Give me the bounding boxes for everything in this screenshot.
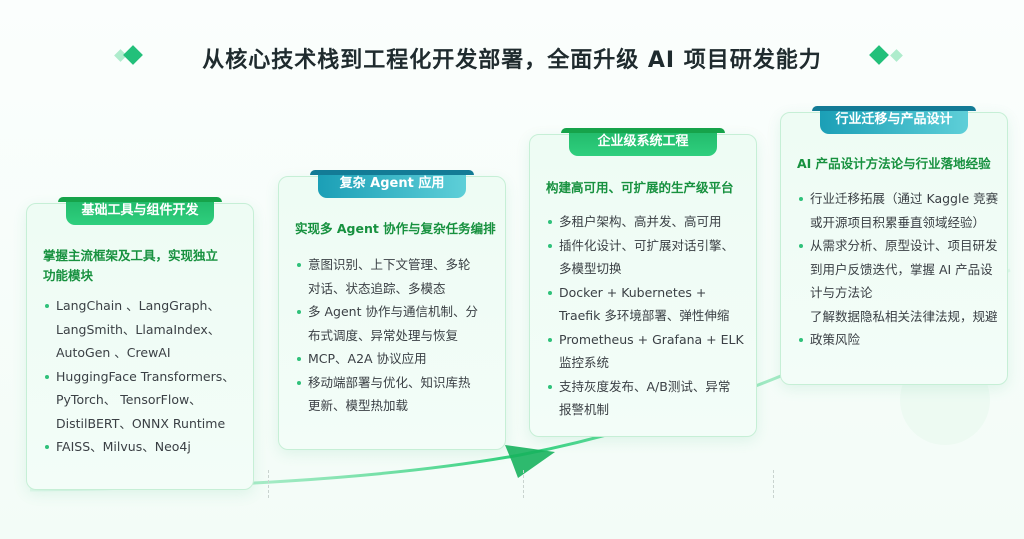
list-item-line: Docker + Kubernetes + (559, 284, 707, 300)
card-title-line: 实现多 Agent 协作与复杂任务编排 (295, 221, 496, 236)
list-item-line: 意图识别、上下文管理、多轮 (308, 257, 471, 272)
card-list: 行业迁移拓展（通过 Kaggle 竞赛或开源项目积累垂直领域经验）从需求分析、原… (799, 187, 999, 352)
card-title: 实现多 Agent 协作与复杂任务编排 (295, 219, 496, 239)
list-item-line: 布式调度、异常处理与恢复 (308, 327, 459, 343)
list-item-line: 多 Agent 协作与通信机制、分 (308, 304, 478, 319)
list-item: 多 Agent 协作与通信机制、分布式调度、异常处理与恢复 (297, 300, 497, 347)
list-item: 政策风险 (799, 328, 999, 352)
list-item: 行业迁移拓展（通过 Kaggle 竞赛或开源项目积累垂直领域经验） (799, 187, 999, 234)
card-header: 行业迁移与产品设计 (812, 106, 976, 134)
list-item-line: 到用户反馈迭代，掌握 AI 产品设 (810, 261, 993, 277)
list-item: MCP、A2A 协议应用 (297, 347, 497, 371)
divider (268, 470, 269, 498)
card-title-line: 掌握主流框架及工具，实现独立 (43, 248, 219, 263)
card-list: 意图识别、上下文管理、多轮对话、状态追踪、多模态多 Agent 协作与通信机制、… (297, 253, 497, 418)
card-title: AI 产品设计方法论与行业落地经验 (797, 154, 997, 174)
list-item-line: 插件化设计、可扩展对话引擎、 (559, 237, 735, 253)
list-item-line: 计与方法论 (810, 285, 873, 300)
card-list: LangChain 、LangGraph、 LangSmith、LlamaInde… (45, 294, 245, 459)
list-item-line: 多租户架构、高并发、高可用 (559, 214, 722, 229)
list-item: Prometheus + Grafana + ELK 监控系统 (548, 328, 748, 375)
page-title: 从核心技术栈到工程化开发部署，全面升级 AI 项目研发能力 (202, 48, 822, 73)
list-item: 插件化设计、可扩展对话引擎、多模型切换 (548, 234, 748, 281)
list-item-line: 政策风险 (810, 332, 861, 347)
list-item-line: LangChain 、LangGraph、 (56, 298, 220, 313)
list-item-line: 移动端部署与优化、知识库热 (308, 374, 471, 390)
list-item-line: 了解数据隐私相关法律法规，规避 (810, 308, 998, 324)
divider (523, 470, 524, 498)
card-agent-apps: 复杂 Agent 应用实现多 Agent 协作与复杂任务编排意图识别、上下文管理… (278, 170, 506, 450)
card-header: 企业级系统工程 (561, 128, 725, 156)
list-item-line: MCP、A2A 协议应用 (308, 351, 427, 366)
list-item-line: 更新、模型热加载 (308, 398, 409, 413)
card-header: 复杂 Agent 应用 (310, 170, 474, 198)
list-item: 从需求分析、原型设计、项目研发到用户反馈迭代，掌握 AI 产品设计与方法论 (799, 234, 999, 305)
list-item-line: AutoGen 、CrewAI (56, 345, 171, 360)
list-item: Docker + Kubernetes + Traefik 多环境部署、弹性伸缩 (548, 281, 748, 328)
list-item-line: FAISS、Milvus、Neo4j (56, 439, 191, 454)
list-item: 意图识别、上下文管理、多轮对话、状态追踪、多模态 (297, 253, 497, 300)
list-item: 了解数据隐私相关法律法规，规避 (799, 305, 999, 329)
card-header: 基础工具与组件开发 (58, 197, 222, 225)
list-item-line: 从需求分析、原型设计、项目研发 (810, 238, 998, 253)
list-item-line: Prometheus + Grafana + ELK (559, 331, 744, 347)
arrow-icon (505, 445, 555, 478)
card-title-line: 构建高可用、可扩展的生产级平台 (546, 180, 734, 195)
card-title-line: 功能模块 (43, 268, 94, 283)
list-item: FAISS、Milvus、Neo4j (45, 435, 245, 459)
card-title: 掌握主流框架及工具，实现独立功能模块 (43, 246, 243, 286)
list-item-line: PyTorch、 TensorFlow、 (56, 392, 202, 407)
list-item-line: DistilBERT、ONNX Runtime (56, 415, 226, 431)
card-industry-product: 行业迁移与产品设计 AI 产品设计方法论与行业落地经验行业迁移拓展（通过 Kagg… (780, 106, 1008, 385)
list-item-line: 多模型切换 (559, 261, 622, 276)
list-item-line: 对话、状态追踪、多模态 (308, 280, 446, 296)
list-item-line: HuggingFace Transformers、 (56, 368, 235, 384)
list-item: LangChain 、LangGraph、 LangSmith、LlamaInde… (45, 294, 245, 365)
list-item-line: 行业迁移拓展（通过 Kaggle 竞赛 (810, 191, 999, 206)
list-item-line: LangSmith、LlamaIndex、 (56, 321, 221, 337)
list-item: 多租户架构、高并发、高可用 (548, 210, 748, 234)
divider (773, 470, 774, 498)
card-title-line: AI 产品设计方法论与行业落地经验 (797, 156, 991, 171)
card-enterprise-engineering: 企业级系统工程构建高可用、可扩展的生产级平台多租户架构、高并发、高可用插件化设计… (529, 128, 757, 437)
list-item-line: Traefik 多环境部署、弹性伸缩 (559, 308, 730, 323)
card-title: 构建高可用、可扩展的生产级平台 (546, 178, 746, 198)
list-item: HuggingFace Transformers、 PyTorch、 Tensor… (45, 365, 245, 436)
list-item: 移动端部署与优化、知识库热更新、模型热加载 (297, 371, 497, 418)
card-basic-tools: 基础工具与组件开发掌握主流框架及工具，实现独立功能模块 LangChain 、La… (26, 197, 254, 490)
list-item-line: 报警机制 (559, 402, 610, 417)
list-item-line: 支持灰度发布、A/B测试、异常 (559, 378, 731, 394)
list-item-line: 或开源项目积累垂直领域经验） (810, 214, 986, 230)
list-item-line: 监控系统 (559, 355, 610, 370)
list-item: 支持灰度发布、A/B测试、异常报警机制 (548, 375, 748, 422)
